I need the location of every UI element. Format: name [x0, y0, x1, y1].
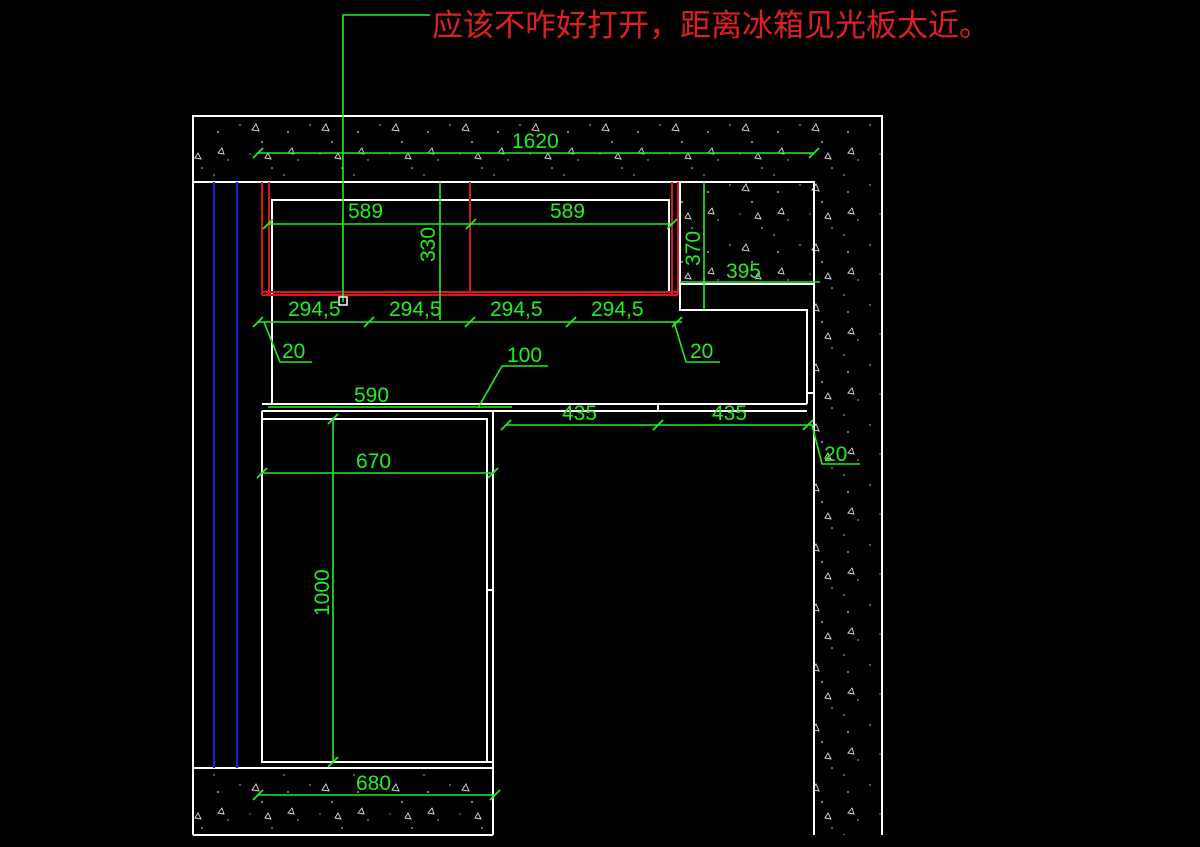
dimension-labels: 1620 589 589 330 370 395 294,5 294,5 294…	[282, 130, 847, 795]
dim-width-590: 590	[354, 384, 389, 407]
annotation-leader	[338, 14, 430, 306]
annotation-note: 应该不咋好打开，距离冰箱见光板太近。	[432, 8, 990, 44]
vertical-rails	[212, 182, 239, 768]
dim-module-2: 294,5	[389, 298, 442, 321]
dim-module-3: 294,5	[490, 298, 543, 321]
dim-bottom-width: 680	[356, 772, 391, 795]
dim-module-4: 294,5	[591, 298, 644, 321]
dim-overall-width: 1620	[512, 130, 559, 153]
dim-gap-left: 20	[282, 340, 305, 363]
dim-leader-100: 100	[507, 344, 542, 367]
cabinet-edge-lines	[261, 182, 679, 296]
dim-width-435-b: 435	[712, 402, 747, 425]
dim-fridge-width: 670	[356, 450, 391, 473]
dim-module-1: 294,5	[288, 298, 341, 321]
dimension-lines	[252, 147, 860, 801]
dim-gap-mid: 20	[690, 340, 713, 363]
dim-upper-cab-right: 589	[550, 200, 585, 223]
dim-upper-cab-left: 589	[348, 200, 383, 223]
wall-outlines	[192, 115, 883, 836]
dim-upper-cab-height: 330	[417, 227, 440, 262]
dim-width-435-a: 435	[562, 402, 597, 425]
dim-gap-right: 20	[824, 443, 847, 466]
dim-corner-width: 395	[726, 260, 761, 283]
concrete-walls	[193, 116, 882, 835]
dim-corner-height: 370	[682, 231, 705, 266]
dim-fridge-depth: 1000	[311, 569, 334, 616]
